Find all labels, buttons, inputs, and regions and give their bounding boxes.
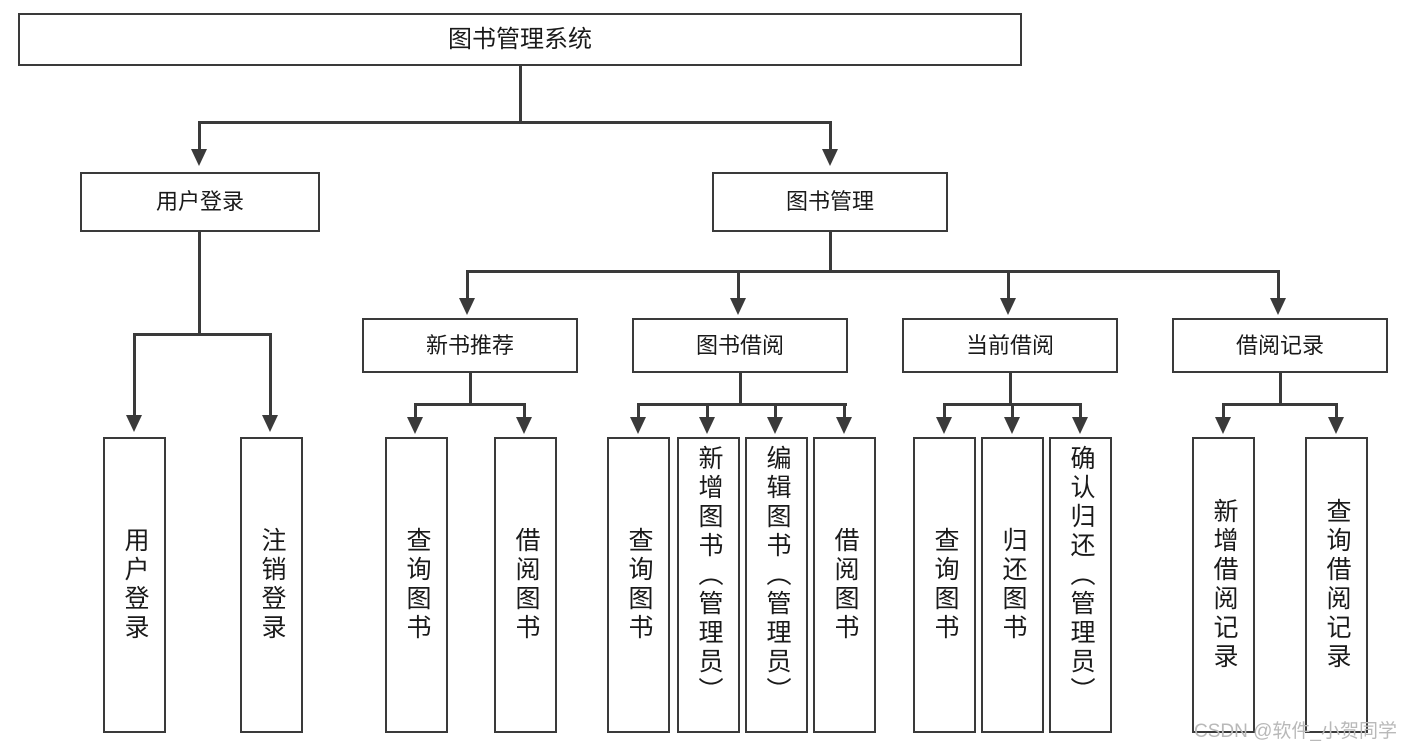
connector-borrowrecord-bus	[1222, 403, 1338, 406]
node-label: 编辑图书（管理员）	[763, 445, 791, 706]
connector-root-drop-2	[829, 121, 832, 151]
connector-bookmgmt-drop-2	[737, 270, 740, 300]
leaf-logout[interactable]: 注销登录	[240, 437, 303, 733]
connector-bookborrow-drop-1	[637, 403, 640, 419]
node-label: 新增借阅记录	[1210, 498, 1238, 672]
connector-bookmgmt-drop-1	[466, 270, 469, 300]
connector-newbook-bus	[414, 403, 526, 406]
node-label: 新书推荐	[425, 332, 514, 358]
node-label: 确认归还（管理员）	[1067, 445, 1095, 706]
leaf-add-borrow-record[interactable]: 新增借阅记录	[1192, 437, 1255, 733]
node-label: 新增图书（管理员）	[695, 445, 723, 706]
node-root-system[interactable]: 图书管理系统	[18, 13, 1022, 66]
arrowhead-bookborrow-4	[836, 417, 852, 434]
arrowhead-newbook-1	[407, 417, 423, 434]
arrowhead-bookmgmt-2	[730, 298, 746, 315]
connector-bookborrow-drop-4	[843, 403, 846, 419]
arrowhead-borrowrecord-1	[1215, 417, 1231, 434]
connector-currentborrow-stem	[1009, 373, 1012, 405]
connector-newbook-stem	[469, 373, 472, 405]
connector-bookmgmt-stem	[829, 232, 832, 272]
connector-root-bus	[198, 121, 832, 124]
arrowhead-userlogin-1	[126, 415, 142, 432]
connector-root-drop-1	[198, 121, 201, 151]
connector-bookborrow-stem	[739, 373, 742, 405]
leaf-user-login[interactable]: 用户登录	[103, 437, 166, 733]
node-label: 查询图书	[403, 527, 431, 643]
node-label: 用户登录	[155, 189, 244, 215]
node-label: 查询图书	[625, 527, 653, 643]
arrowhead-userlogin-2	[262, 415, 278, 432]
connector-bookborrow-drop-3	[774, 403, 777, 419]
leaf-return-book[interactable]: 归还图书	[981, 437, 1044, 733]
leaf-query-book-borrow[interactable]: 查询图书	[607, 437, 670, 733]
leaf-edit-book-admin[interactable]: 编辑图书（管理员）	[745, 437, 808, 733]
leaf-add-book-admin[interactable]: 新增图书（管理员）	[677, 437, 740, 733]
arrowhead-borrowrecord-2	[1328, 417, 1344, 434]
node-label: 借阅记录	[1235, 332, 1324, 358]
connector-bookborrow-bus	[637, 403, 847, 406]
connector-borrowrecord-drop-1	[1222, 403, 1225, 419]
node-new-book-recommend[interactable]: 新书推荐	[362, 318, 578, 373]
arrowhead-bookborrow-3	[767, 417, 783, 434]
node-label: 查询借阅记录	[1323, 498, 1351, 672]
leaf-query-borrow-record[interactable]: 查询借阅记录	[1305, 437, 1368, 733]
arrowhead-newbook-2	[516, 417, 532, 434]
node-label: 用户登录	[121, 527, 149, 643]
arrowhead-bookmgmt-3	[1000, 298, 1016, 315]
node-label: 注销登录	[258, 527, 286, 643]
leaf-query-book-recommend[interactable]: 查询图书	[385, 437, 448, 733]
node-label: 当前借阅	[965, 332, 1054, 358]
connector-bookmgmt-bus	[466, 270, 1278, 273]
connector-newbook-drop-1	[414, 403, 417, 419]
connector-userlogin-stem	[198, 232, 201, 334]
leaf-borrow-book-recommend[interactable]: 借阅图书	[494, 437, 557, 733]
connector-currentborrow-drop-2	[1011, 403, 1014, 419]
node-label: 图书管理	[785, 189, 874, 215]
connector-newbook-drop-2	[523, 403, 526, 419]
leaf-borrow-book[interactable]: 借阅图书	[813, 437, 876, 733]
connector-bookmgmt-drop-4	[1277, 270, 1280, 300]
arrowhead-bookmgmt-1	[459, 298, 475, 315]
arrowhead-bookborrow-2	[699, 417, 715, 434]
node-label: 归还图书	[999, 527, 1027, 643]
node-label: 借阅图书	[512, 527, 540, 643]
node-label: 图书借阅	[695, 332, 784, 358]
connector-currentborrow-drop-3	[1079, 403, 1082, 419]
leaf-confirm-return-admin[interactable]: 确认归还（管理员）	[1049, 437, 1112, 733]
arrowhead-bookborrow-1	[630, 417, 646, 434]
connector-currentborrow-drop-1	[943, 403, 946, 419]
node-borrow-record[interactable]: 借阅记录	[1172, 318, 1388, 373]
node-book-management[interactable]: 图书管理	[712, 172, 948, 232]
node-current-borrow[interactable]: 当前借阅	[902, 318, 1118, 373]
node-label: 图书管理系统	[448, 25, 592, 53]
arrowhead-currentborrow-3	[1072, 417, 1088, 434]
node-book-borrow[interactable]: 图书借阅	[632, 318, 848, 373]
node-user-login[interactable]: 用户登录	[80, 172, 320, 232]
connector-userlogin-drop-2	[269, 333, 272, 417]
arrowhead-root-1	[191, 149, 207, 166]
leaf-query-book-current[interactable]: 查询图书	[913, 437, 976, 733]
connector-root-stem	[519, 66, 522, 122]
arrowhead-bookmgmt-4	[1270, 298, 1286, 315]
connector-borrowrecord-drop-2	[1335, 403, 1338, 419]
node-label: 借阅图书	[831, 527, 859, 643]
arrowhead-root-2	[822, 149, 838, 166]
connector-bookborrow-drop-2	[706, 403, 709, 419]
arrowhead-currentborrow-2	[1004, 417, 1020, 434]
connector-bookmgmt-drop-3	[1007, 270, 1010, 300]
connector-userlogin-bus	[133, 333, 272, 336]
arrowhead-currentborrow-1	[936, 417, 952, 434]
connector-userlogin-drop-1	[133, 333, 136, 417]
node-label: 查询图书	[931, 527, 959, 643]
connector-borrowrecord-stem	[1279, 373, 1282, 405]
